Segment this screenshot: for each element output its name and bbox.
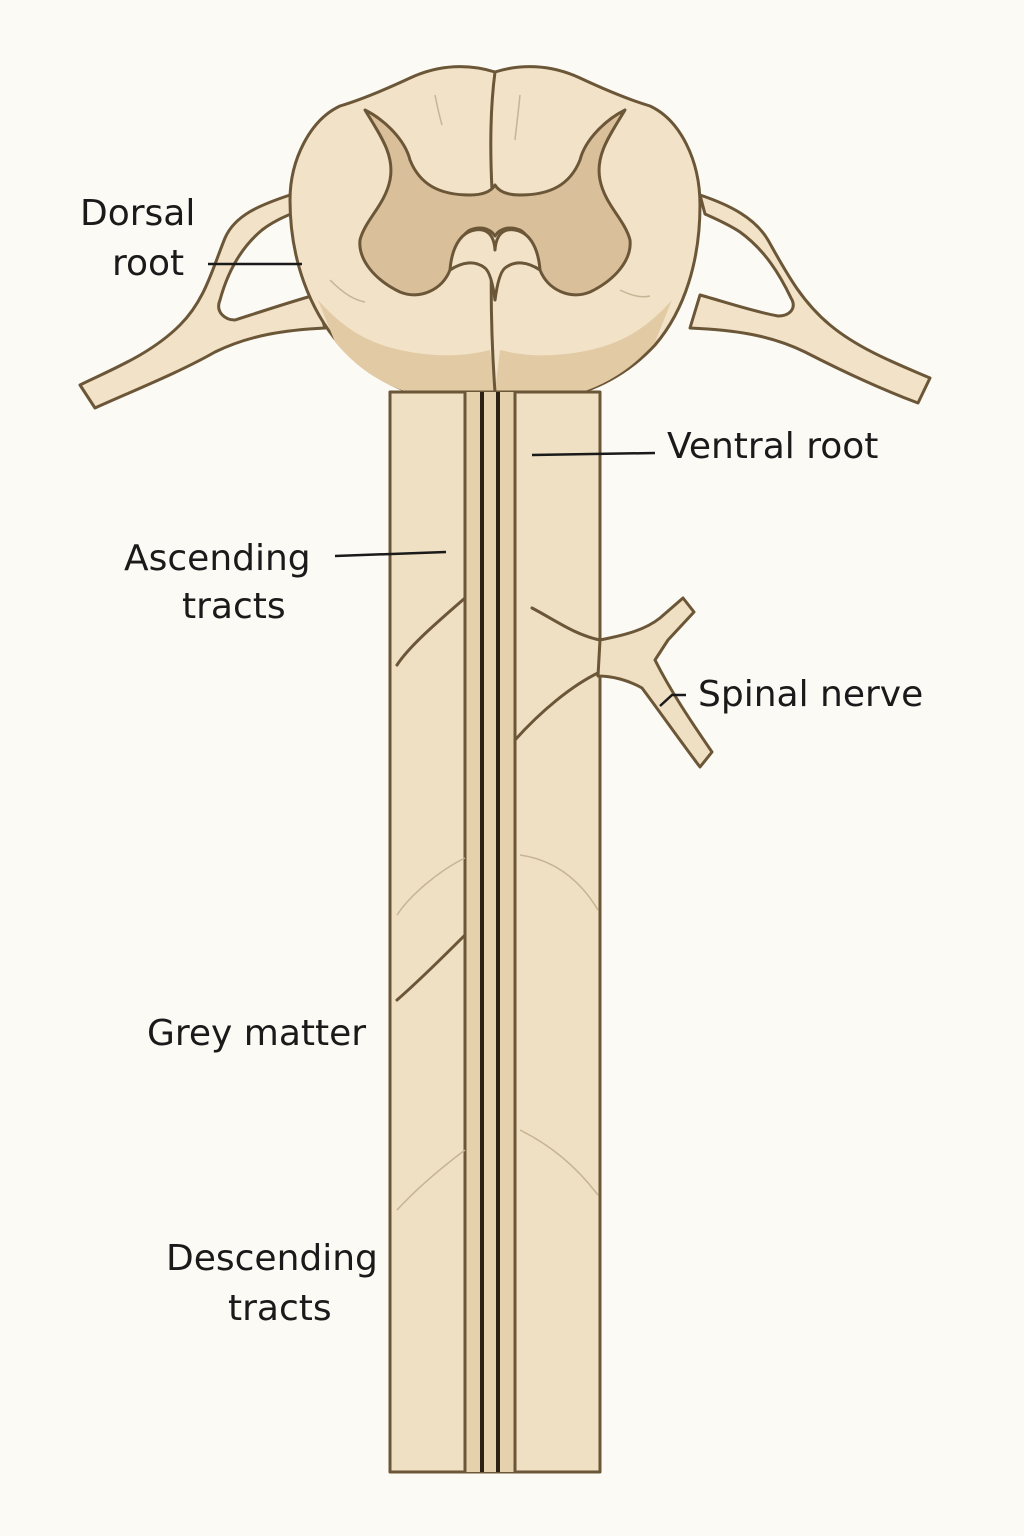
spinal-nerve-leader (659, 693, 686, 707)
label-dorsal-root-line1: Dorsal (80, 193, 195, 234)
label-ascending-tracts-line1: Ascending (124, 538, 311, 579)
left-dorsal-root (78, 193, 327, 410)
label-spinal-nerve: Spinal nerve (698, 674, 923, 715)
longitudinal-cord (388, 390, 602, 1474)
right-ventral-root (688, 193, 932, 405)
grey-matter-butterfly (329, 94, 651, 303)
label-descending-tracts-line2: tracts (228, 1288, 332, 1329)
ascending-tracts-leader (334, 550, 447, 558)
label-dorsal-root-line2: root (112, 243, 184, 284)
label-ascending-tracts-line2: tracts (182, 586, 286, 627)
label-grey-matter: Grey matter (147, 1013, 366, 1054)
label-ventral-root: Ventral root (667, 426, 878, 467)
ventral-root-leader (531, 451, 656, 457)
label-descending-tracts-line1: Descending (166, 1238, 378, 1279)
spinal-nerve (530, 596, 714, 769)
